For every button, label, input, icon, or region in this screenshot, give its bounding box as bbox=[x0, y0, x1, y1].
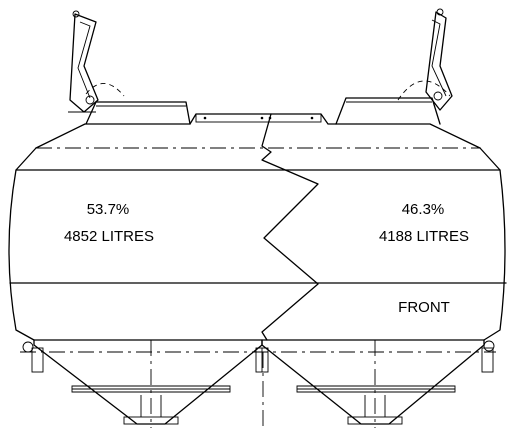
right-rail-assembly bbox=[425, 8, 453, 111]
left-manway bbox=[85, 83, 191, 125]
left-rail-assembly bbox=[68, 10, 99, 113]
right-hopper bbox=[261, 339, 485, 425]
front-label: FRONT bbox=[398, 299, 450, 316]
right-volume-litres: 4188 LITRES bbox=[379, 228, 469, 245]
left-fill-percent: 53.7% bbox=[87, 201, 130, 218]
left-hopper bbox=[33, 339, 263, 425]
tank-body bbox=[8, 113, 507, 341]
right-manway bbox=[335, 80, 451, 125]
support-legs bbox=[22, 340, 495, 373]
center-lines bbox=[20, 147, 496, 428]
compartment-divider bbox=[261, 113, 319, 341]
walkway-plate bbox=[195, 113, 322, 123]
right-fill-percent: 46.3% bbox=[402, 201, 445, 218]
left-volume-litres: 4852 LITRES bbox=[64, 228, 154, 245]
